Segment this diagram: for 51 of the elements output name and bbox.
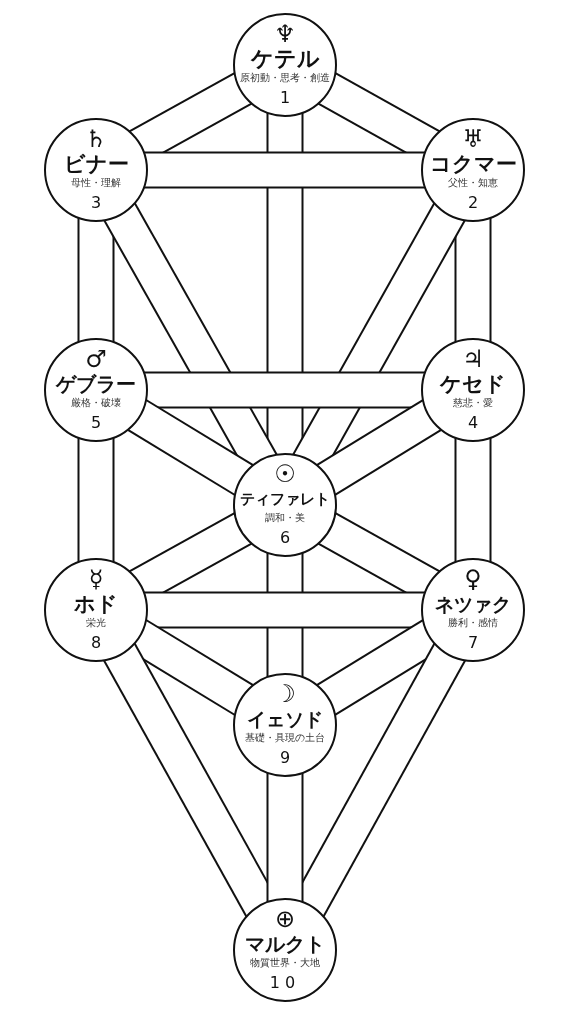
path-channel: [266, 773, 304, 902]
path-channel: [127, 399, 254, 496]
sephira-number: 7: [467, 632, 479, 654]
sephira-attributes: 基礎・具現の土台: [245, 731, 325, 745]
sephira-attributes: 慈悲・愛: [453, 396, 493, 410]
sephira-attributes: 栄光: [86, 616, 106, 630]
sephira-attributes: 原初動・思考・創造: [240, 71, 330, 85]
sephira-name: ティファレト: [240, 489, 330, 510]
planet-symbol: ♂: [85, 346, 107, 372]
path-channel: [316, 399, 442, 496]
planet-symbol: ♀: [464, 566, 482, 592]
planet-symbol: ☽: [274, 681, 296, 707]
sephira-name: ホド: [74, 592, 118, 616]
sephira-name: ケセド: [440, 372, 506, 396]
path-channel: [77, 218, 115, 342]
path-channel: [144, 371, 425, 409]
path-channel: [77, 438, 115, 562]
sephira-number: 3: [90, 192, 102, 214]
sephira-attributes: 母性・理解: [71, 176, 121, 190]
sephira-number: 1: [279, 87, 291, 109]
sephira-attributes: 勝利・感情: [448, 616, 498, 630]
sephira-name: ネツァク: [435, 592, 511, 616]
sephira-number: 8: [90, 632, 102, 654]
planet-symbol: ♅: [462, 126, 484, 152]
sephira-name: ゲブラー: [56, 372, 136, 396]
planet-symbol: ⊕: [274, 906, 296, 932]
planet-symbol: ♄: [85, 126, 107, 152]
sephira-name: ビナー: [63, 152, 129, 176]
sephira-number: 5: [90, 412, 102, 434]
sephira-number: 9: [279, 747, 291, 769]
sephira-name: マルクト: [245, 932, 325, 956]
sephira-number: 10: [269, 972, 301, 994]
path-channel: [144, 151, 425, 189]
sephira-attributes: 父性・知恵: [448, 176, 498, 190]
path-channel: [454, 218, 492, 342]
sephira-name: コクマー: [429, 152, 517, 176]
path-channel: [144, 591, 425, 629]
sephira-name: イェソド: [247, 707, 323, 731]
planet-symbol: ☿: [88, 566, 104, 592]
planet-symbol: ♆: [274, 21, 296, 47]
planet-symbol: ☉: [274, 461, 296, 487]
sephira-attributes: 調和・美: [265, 511, 305, 525]
sephira-number: 2: [467, 192, 479, 214]
sephira-attributes: 厳格・破壊: [71, 396, 121, 410]
sephira-number: 6: [279, 527, 291, 549]
path-channel: [266, 553, 304, 677]
sephira-attributes: 物質世界・大地: [250, 956, 320, 970]
sephira-name: ケテル: [250, 47, 320, 71]
sephira-number: 4: [467, 412, 479, 434]
path-channel: [454, 438, 492, 562]
planet-symbol: ♃: [462, 346, 484, 372]
